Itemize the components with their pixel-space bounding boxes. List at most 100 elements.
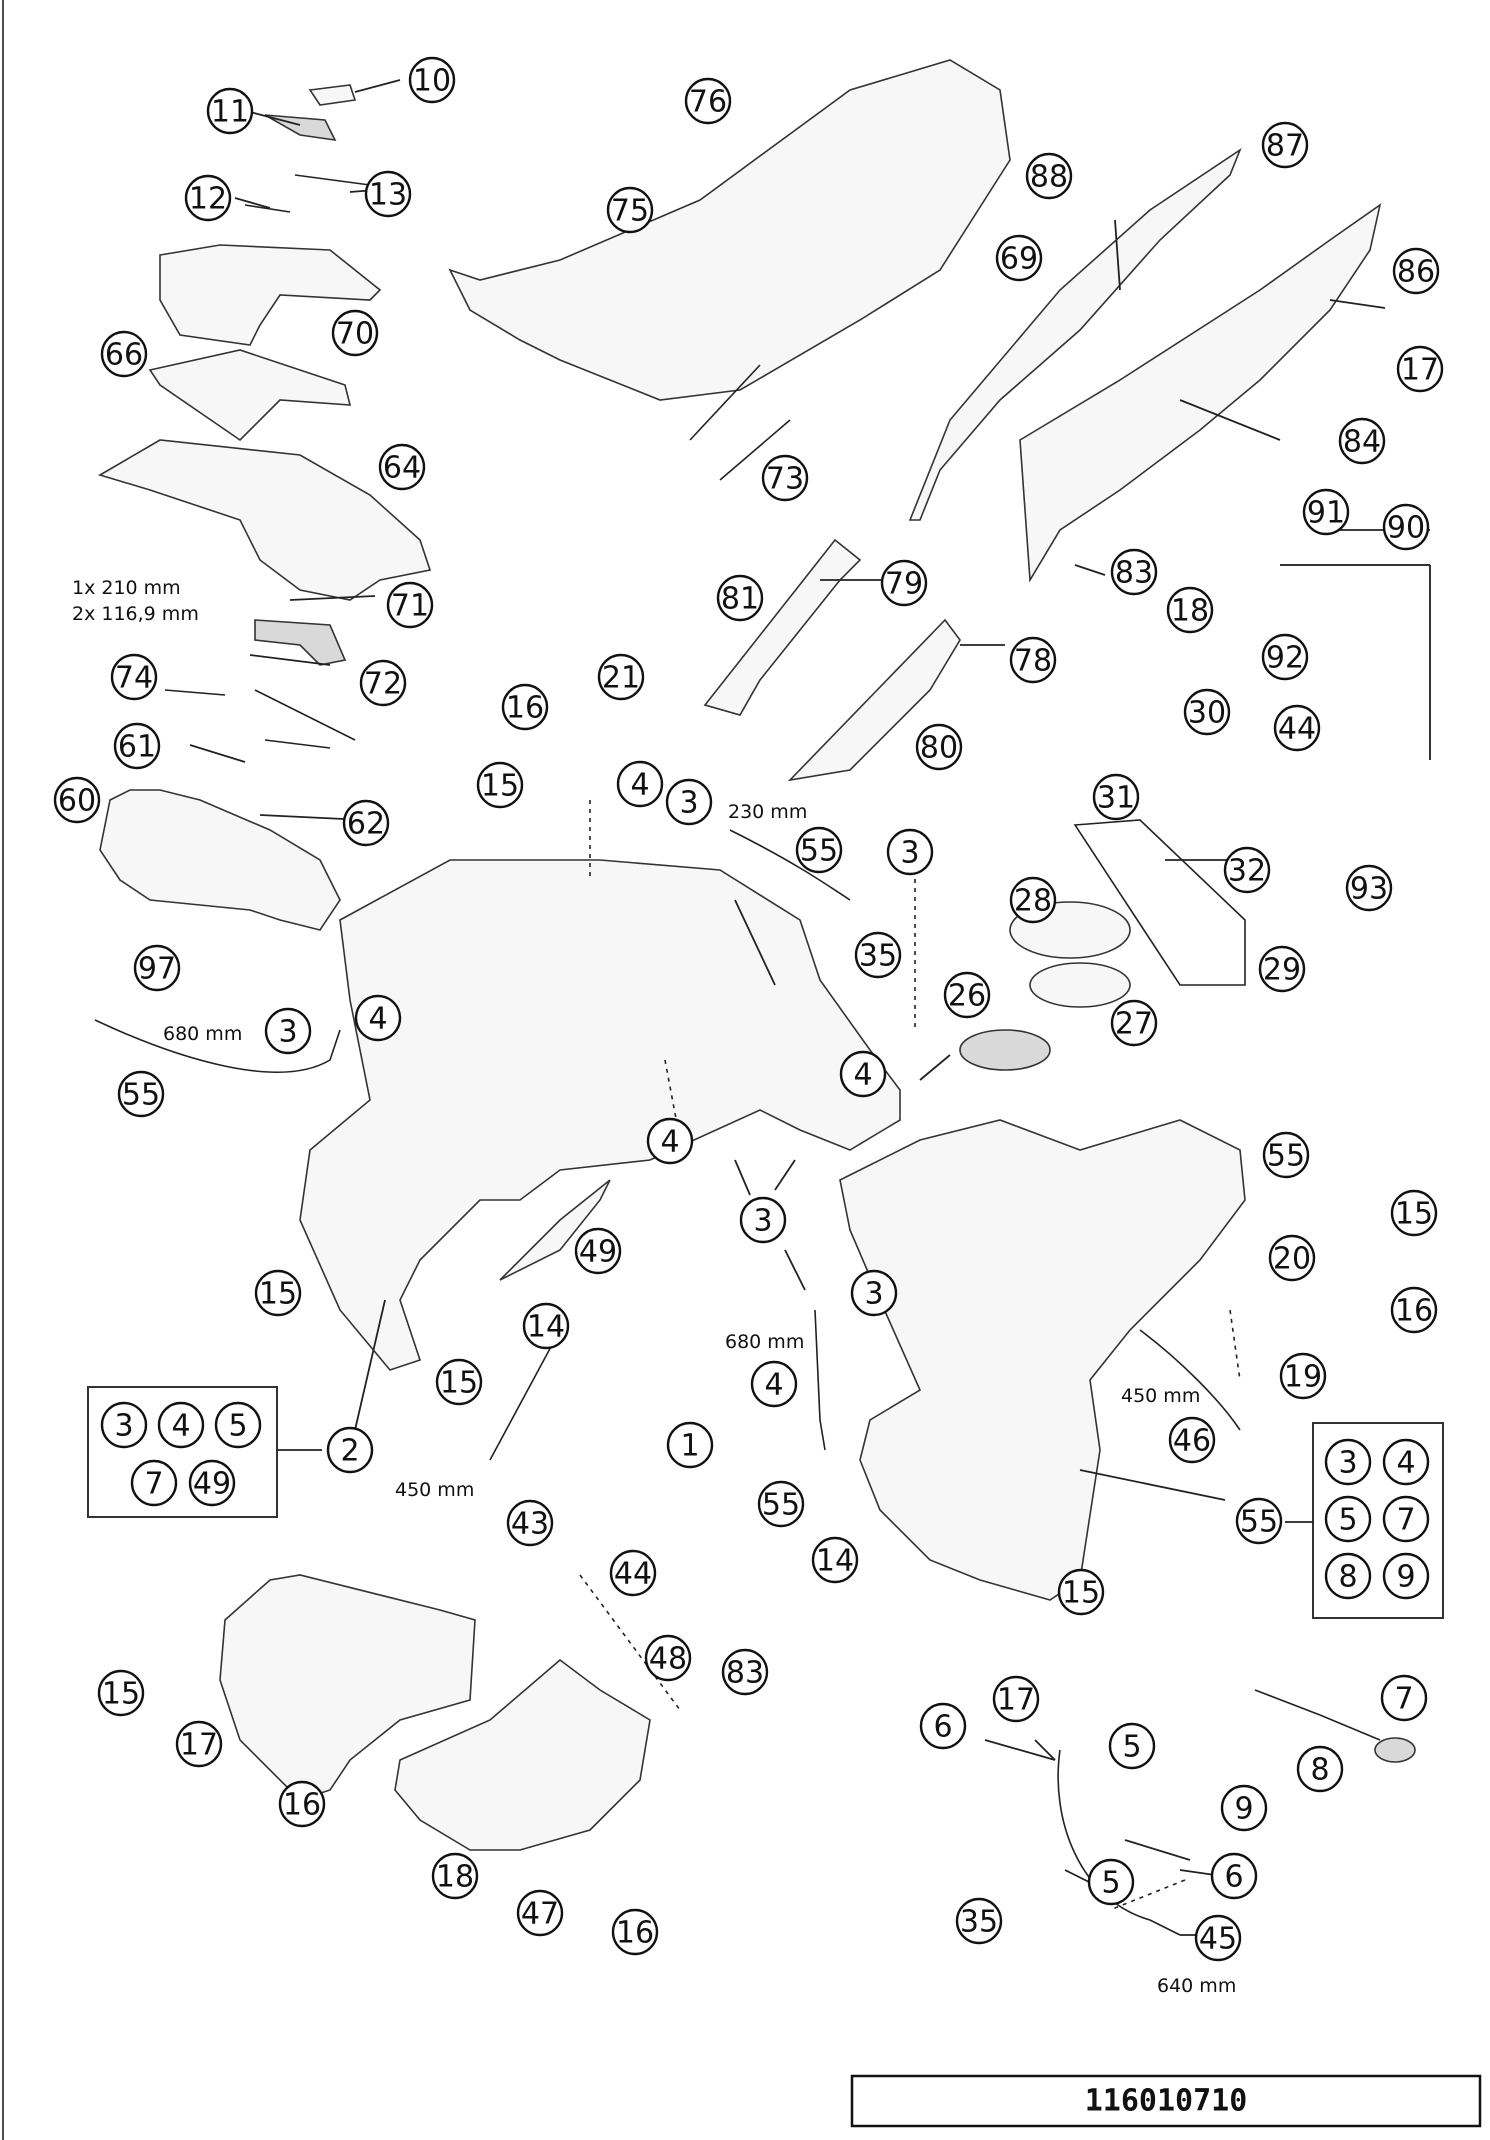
callout-number: 6 — [1224, 1860, 1243, 1895]
callout-circle — [1273, 704, 1321, 752]
callout-circle — [386, 581, 434, 629]
callout-circle — [435, 1358, 483, 1406]
callout-circle — [326, 1426, 374, 1474]
callout-circle — [1009, 876, 1057, 924]
callout-circle — [1268, 1234, 1316, 1282]
callout-35: 35 — [955, 1897, 1003, 1945]
callout-circle — [1057, 1568, 1105, 1616]
callout-circle — [992, 1675, 1040, 1723]
callout-60: 60 — [53, 776, 101, 824]
callout-number: 88 — [1030, 160, 1068, 195]
callout-number: 62 — [347, 807, 385, 842]
callout-10: 10 — [408, 56, 456, 104]
callout-2: 2 — [326, 1426, 374, 1474]
callout-number: 18 — [1171, 594, 1209, 629]
dimension-label: 1x 210 mm — [72, 577, 181, 599]
callout-circle — [880, 559, 928, 607]
callout-circle — [501, 683, 549, 731]
callout-11: 11 — [206, 87, 254, 135]
callout-4: 4 — [157, 1401, 205, 1449]
callout-87: 87 — [1261, 121, 1309, 169]
callout-49: 49 — [188, 1459, 236, 1507]
callout-15: 15 — [97, 1669, 145, 1717]
callout-55: 55 — [757, 1480, 805, 1528]
dimension-label: 2x 116,9 mm — [72, 603, 199, 625]
callout-3: 3 — [739, 1196, 787, 1244]
callout-number: 32 — [1228, 854, 1266, 889]
callout-7: 7 — [1380, 1674, 1428, 1722]
callout-93: 93 — [1345, 864, 1393, 912]
callout-number: 46 — [1173, 1424, 1211, 1459]
callout-circle — [716, 574, 764, 622]
callout-circle — [1258, 945, 1306, 993]
callout-number: 69 — [1000, 242, 1038, 277]
callout-number: 93 — [1350, 872, 1388, 907]
callout-circle — [616, 760, 664, 808]
callout-circle — [1382, 1495, 1430, 1543]
callout-circle — [1390, 1286, 1438, 1334]
callout-circle — [1210, 1852, 1258, 1900]
callout-69: 69 — [995, 234, 1043, 282]
callout-17: 17 — [175, 1720, 223, 1768]
callout-circle — [811, 1536, 859, 1584]
callout-number: 5 — [1101, 1866, 1120, 1901]
callout-83: 83 — [721, 1648, 769, 1696]
callout-circle — [188, 1459, 236, 1507]
callout-48: 48 — [644, 1634, 692, 1682]
dimension-label: 640 mm — [1157, 1975, 1236, 1997]
callout-circle — [431, 1852, 479, 1900]
callout-14: 14 — [811, 1536, 859, 1584]
callout-number: 15 — [1062, 1576, 1100, 1611]
callout-circle — [1324, 1552, 1372, 1600]
callout-97: 97 — [133, 944, 181, 992]
callout-55: 55 — [117, 1070, 165, 1118]
callout-circle — [761, 454, 809, 502]
callout-number: 79 — [885, 567, 923, 602]
callout-84: 84 — [1338, 417, 1386, 465]
callout-80: 80 — [915, 723, 963, 771]
callout-4: 4 — [839, 1050, 887, 1098]
callout-number: 9 — [1396, 1560, 1415, 1595]
callout-3: 3 — [1324, 1438, 1372, 1486]
callout-circle — [943, 971, 991, 1019]
callout-number: 55 — [800, 834, 838, 869]
callout-circle — [1087, 1858, 1135, 1906]
callout-circle — [278, 1780, 326, 1828]
callout-circle — [378, 443, 426, 491]
callout-circle — [995, 234, 1043, 282]
callout-number: 83 — [726, 1656, 764, 1691]
callout-number: 31 — [1097, 781, 1135, 816]
callout-number: 80 — [920, 731, 958, 766]
callout-circle — [1235, 1497, 1283, 1545]
callout-circle — [919, 1702, 967, 1750]
callout-number: 73 — [766, 462, 804, 497]
callout-91: 91 — [1302, 488, 1350, 536]
callout-21: 21 — [597, 653, 645, 701]
callout-number: 3 — [278, 1015, 297, 1050]
callout-16: 16 — [611, 1908, 659, 1956]
callout-circle — [264, 1007, 312, 1055]
callout-28: 28 — [1009, 876, 1057, 924]
callout-circle — [795, 826, 843, 874]
callout-number: 14 — [816, 1544, 854, 1579]
callout-number: 16 — [616, 1916, 654, 1951]
callout-number: 55 — [1267, 1139, 1305, 1174]
callout-64: 64 — [378, 443, 426, 491]
callout-15: 15 — [254, 1269, 302, 1317]
callout-circle — [1220, 1784, 1268, 1832]
callout-18: 18 — [1166, 586, 1214, 634]
callout-90: 90 — [1382, 503, 1430, 551]
callout-30: 30 — [1183, 688, 1231, 736]
callout-circle — [342, 799, 390, 847]
dimension-label: 680 mm — [725, 1331, 804, 1353]
group-box-right — [1312, 1422, 1444, 1619]
callout-circle — [1108, 1722, 1156, 1770]
callout-number: 27 — [1115, 1007, 1153, 1042]
callout-circle — [1261, 633, 1309, 681]
callout-circle — [100, 330, 148, 378]
callout-number: 9 — [1234, 1792, 1253, 1827]
callout-circle — [1392, 247, 1440, 295]
callout-73: 73 — [761, 454, 809, 502]
